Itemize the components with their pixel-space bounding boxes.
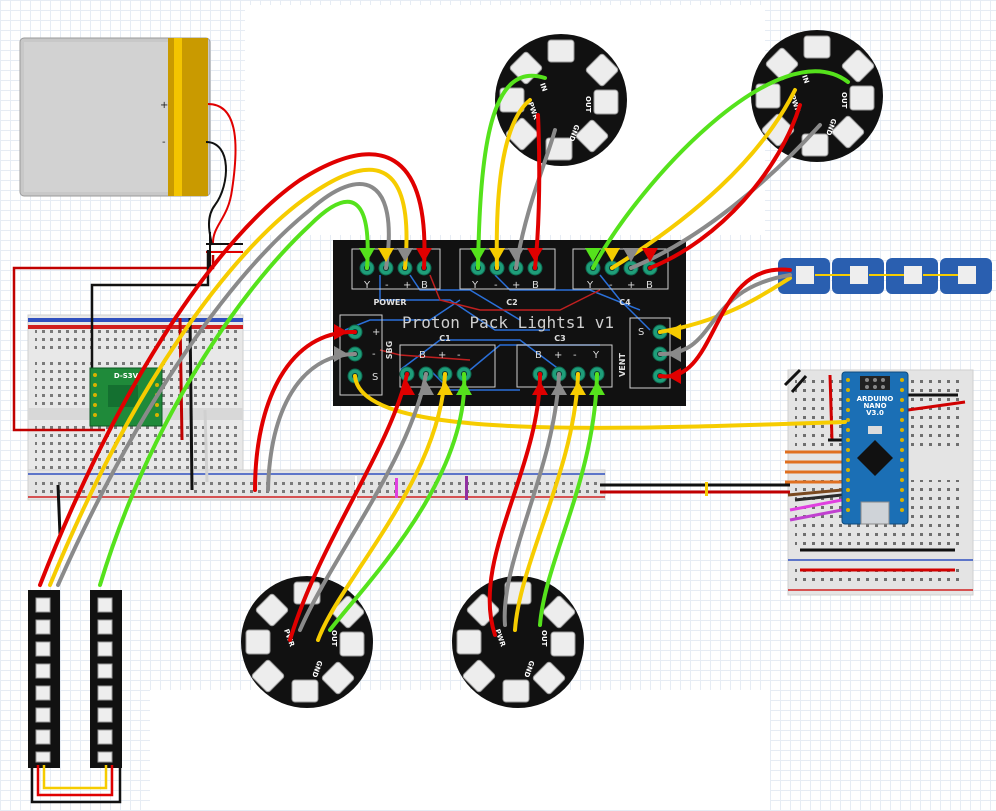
neopixel-ring-bottom-right: PWR OUT GND <box>452 576 584 708</box>
arduino-model: NANO <box>863 402 886 410</box>
battery-plus-label: + <box>160 100 168 111</box>
arduino-brand: ARDUINO <box>857 395 894 403</box>
pin-b-c3: B <box>535 350 542 361</box>
pcb-title: Proton Pack Lights1 v1 <box>402 313 614 332</box>
pin-b-c4: B <box>646 280 653 291</box>
pin-plus-sbg: + <box>372 327 380 338</box>
pcb-label-c3: C3 <box>554 334 565 343</box>
pin-s-vent: S <box>638 327 644 338</box>
long-rail-strip <box>27 469 606 501</box>
pcb-label-power: POWER <box>373 298 406 307</box>
voltage-regulator: D-S3V <box>89 367 163 427</box>
pin-plus-c3: + <box>554 350 562 361</box>
pin-minus-power: - <box>385 280 389 291</box>
lipo-battery: + - <box>19 37 211 197</box>
pin-minus-c1: - <box>457 350 461 361</box>
ring2-out-label: OUT <box>840 92 848 109</box>
neopixel-stick-right <box>90 590 122 768</box>
pin-y-c4: Y <box>586 280 594 291</box>
pin-minus-sbg: - <box>372 349 376 360</box>
pin-plus-c4: + <box>627 280 635 291</box>
pcb-label-c1: C1 <box>439 334 451 343</box>
neopixel-stick-left <box>28 590 60 768</box>
pin-y-c2: Y <box>471 280 479 291</box>
pcb-label-c4: C4 <box>619 298 631 307</box>
ring4-out-label: OUT <box>540 630 548 647</box>
ring2-in-label: IN <box>800 74 810 85</box>
pin-b-c1: B <box>419 350 426 361</box>
arduino-version: V3.0 <box>866 409 884 417</box>
neopixel-ring-top-right: IN PWR OUT GND <box>751 30 883 162</box>
battery-minus-label: - <box>162 137 166 148</box>
wires <box>38 69 850 642</box>
proton-pack-pcb: Proton Pack Lights1 v1 POWER C2 C4 C1 C3… <box>333 240 686 406</box>
pin-b-c2: B <box>532 280 539 291</box>
white-area-bottom <box>150 690 770 810</box>
ring1-out-label: OUT <box>584 96 592 113</box>
pin-plus-c1: + <box>438 350 446 361</box>
pin-b-power: B <box>421 280 428 291</box>
neopixel-jewel-strip <box>778 258 992 294</box>
pin-minus-c4: - <box>609 280 613 291</box>
pin-y-power: Y <box>363 280 371 291</box>
wire-arrows <box>334 248 681 395</box>
pin-minus-c3: - <box>573 350 577 361</box>
pcb-label-sbg: SBG <box>385 341 394 359</box>
pin-minus-c2: - <box>494 280 498 291</box>
pin-plus-power: + <box>403 280 411 291</box>
pin-s-sbg: S <box>372 372 378 383</box>
arduino-nano: ARDUINO NANO V3.0 <box>841 371 909 525</box>
ring3-out-label: OUT <box>330 630 338 647</box>
regulator-label: D-S3V <box>114 372 139 380</box>
pin-y-c3: Y <box>592 350 600 361</box>
ring1-in-label: IN <box>538 82 548 93</box>
pin-plus-c2: + <box>512 280 520 291</box>
pcb-label-vent: VENT <box>618 353 627 377</box>
neopixel-ring-top-left: IN PWR OUT GND <box>495 34 627 166</box>
pcb-label-c2: C2 <box>506 298 517 307</box>
